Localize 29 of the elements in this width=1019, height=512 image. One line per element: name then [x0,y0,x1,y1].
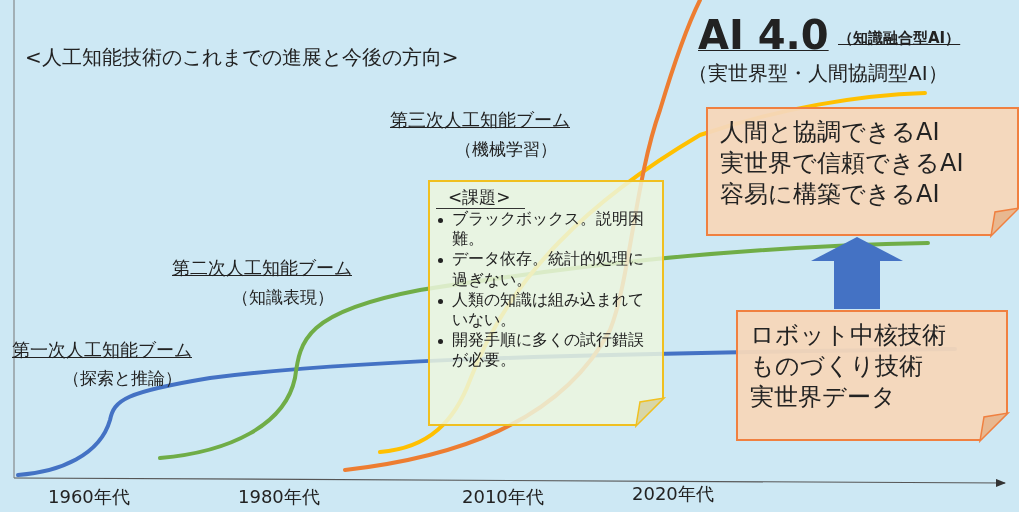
box-text: ロボット中核技術 [750,320,947,351]
issues-note [428,180,664,426]
box-text: ものづくり技術 [750,351,924,383]
list-item: ブラックボックス。説明困難。 [452,209,645,250]
ai-subtitle: （知識融合型AI） [838,30,961,48]
boom-label: 第二次人工知能ブーム [172,258,352,279]
goal-box [706,107,1019,236]
axis-label: 1980年代 [238,487,320,508]
foundation-box [736,310,1008,441]
note-heading: <課題> [436,186,525,210]
list-item: データ依存。統計的処理に過ぎない。 [452,249,645,290]
list-item: 開発手順に多くの試行錯誤が必要。 [452,329,645,371]
axis-label: 2010年代 [462,487,544,508]
block-arrow [811,237,903,309]
ai-description: （実世界型・人間協調型AI） [688,62,948,85]
list-item: 人類の知識は組み込まれていない。 [452,289,645,330]
axis-label: 2020年代 [632,484,714,505]
boom-label: 第一次人工知能ブーム [12,340,192,361]
box-text: 実世界で信頼できるAI [720,148,965,180]
boom-label: 第三次人工知能ブーム [390,110,570,131]
diagram-title: <人工知能技術のこれまでの進展と今後の方向> [25,46,459,69]
ai-version-heading: AI 4.0 [698,12,829,58]
axis-label: 1960年代 [48,487,130,508]
boom-subtitle: （知識表現） [232,288,334,308]
box-text: 人間と協調できるAI [720,117,941,148]
boom-subtitle: （探索と推論） [63,369,182,389]
box-text: 容易に構築できるAI [720,179,941,211]
box-text: 実世界データ [750,382,897,414]
boom-subtitle: （機械学習） [455,140,557,160]
